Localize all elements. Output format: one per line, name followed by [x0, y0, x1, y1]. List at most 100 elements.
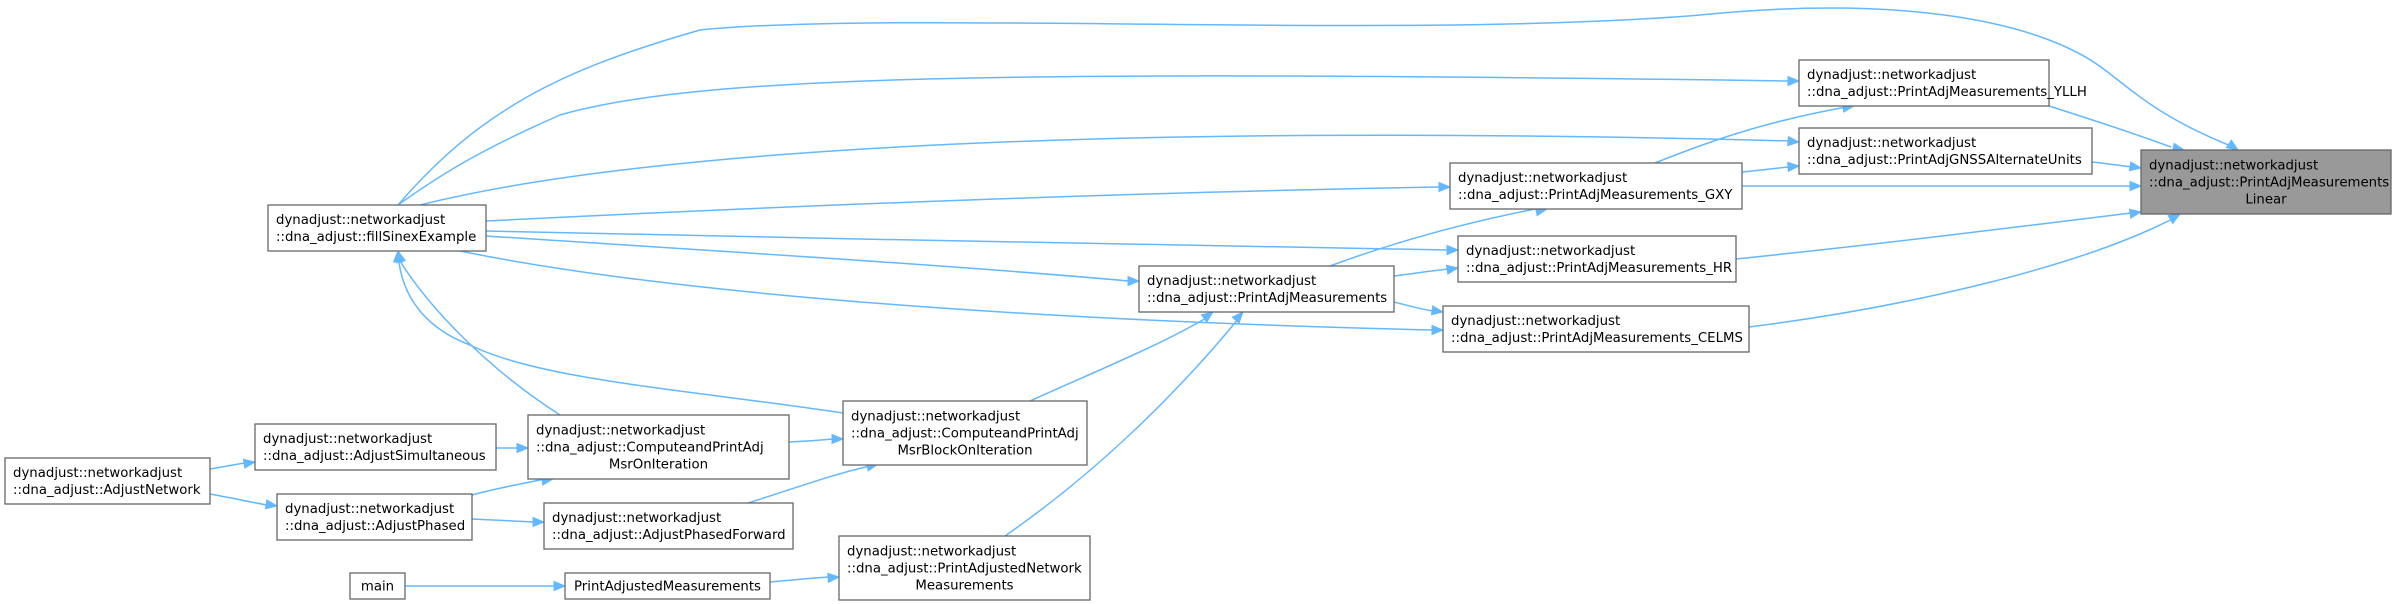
node-label-line: ::dna_adjust::PrintAdjMeasurements_GXY [1458, 188, 1733, 203]
node-box[interactable] [838, 535, 1091, 601]
node-label-line: ::dna_adjust::ComputeandPrintAdj [536, 441, 764, 456]
node-box[interactable] [1457, 235, 1737, 283]
node-label-line: ::dna_adjust::PrintAdjMeasurements_HR [1466, 261, 1732, 276]
edges-layer [209, 7, 2240, 592]
edge-fill-to-pam [485, 235, 1141, 287]
edge-cpblock-to-fill [392, 249, 844, 414]
edge-line [1004, 317, 1240, 537]
edge-arrowhead [2225, 139, 2240, 151]
node-simul[interactable]: dynadjust::networkadjust::dna_adjust::Ad… [254, 423, 497, 471]
edge-line [485, 230, 1449, 251]
node-cpiter[interactable]: dynadjust::networkadjust::dna_adjust::Co… [527, 414, 790, 480]
node-box[interactable] [527, 414, 790, 480]
edge-cpiter-to-cpblock [788, 433, 845, 445]
node-label-line: dynadjust::networkadjust [1451, 314, 1620, 329]
node-pam[interactable]: dynadjust::networkadjust::dna_adjust::Pr… [1138, 265, 1395, 313]
node-label-line: dynadjust::networkadjust [1807, 68, 1976, 83]
node-label-line: dynadjust::networkadjust [2149, 159, 2318, 174]
edge-line [397, 7, 2237, 206]
node-phased[interactable]: dynadjust::networkadjust::dna_adjust::Ad… [276, 493, 473, 541]
edge-line [1029, 316, 1209, 402]
edge-arrowhead [532, 516, 546, 528]
node-box[interactable] [564, 572, 771, 600]
edge-fill-to-gnss [419, 134, 1801, 206]
edge-line [1748, 215, 2179, 328]
node-cpblock[interactable]: dynadjust::networkadjust::dna_adjust::Co… [842, 400, 1088, 466]
edge-fill-to-hr [485, 230, 1460, 256]
nodes-layer: dynadjust::networkadjust::dna_adjust::Pr… [4, 59, 2392, 601]
edge-arrowhead [1430, 305, 1445, 316]
edge-line [397, 250, 844, 414]
edge-arrowhead [1445, 264, 1460, 275]
node-box[interactable] [1442, 305, 1750, 353]
node-label-line: MsrBlockOnIteration [897, 444, 1032, 459]
node-label-line: dynadjust::networkadjust [1466, 244, 1635, 259]
edge-line [747, 465, 871, 504]
node-network[interactable]: dynadjust::networkadjust::dna_adjust::Ad… [4, 457, 211, 505]
edge-arrowhead [1231, 311, 1244, 325]
node-label-line: PrintAdjustedMeasurements [574, 580, 761, 595]
node-main[interactable]: main [349, 572, 406, 600]
edge-line [1735, 211, 2140, 260]
node-hr[interactable]: dynadjust::networkadjust::dna_adjust::Pr… [1457, 235, 1737, 283]
node-label-line: dynadjust::networkadjust [263, 432, 432, 447]
edge-arrowhead [242, 458, 257, 469]
node-box[interactable] [254, 423, 497, 471]
node-root[interactable]: dynadjust::networkadjust::dna_adjust::Pr… [2140, 149, 2392, 215]
node-label-line: Measurements [915, 579, 1013, 594]
node-label-line: ::dna_adjust::PrintAdjMeasurements_CELMS [1451, 331, 1743, 346]
node-box[interactable] [1798, 127, 2093, 175]
node-box[interactable] [543, 502, 794, 550]
edge-arrowhead [1787, 161, 1801, 173]
node-box[interactable] [349, 572, 406, 600]
node-label-line: dynadjust::networkadjust [276, 213, 445, 228]
edge-arrowhead [2128, 208, 2143, 219]
node-label-line: main [361, 580, 394, 595]
edge-network-to-simul [209, 458, 257, 470]
node-pam2[interactable]: PrintAdjustedMeasurements [564, 572, 771, 600]
edge-network-to-phased [209, 493, 279, 510]
edge-pam-to-hr [1393, 264, 1460, 277]
node-box[interactable] [1798, 59, 2050, 107]
node-label-line: ::dna_adjust::fillSinexExample [276, 230, 476, 245]
edge-line [1654, 105, 1853, 164]
edge-phased-to-phfwd [471, 516, 546, 528]
edge-arrowhead [2167, 213, 2182, 225]
edge-gxy-to-root [1742, 180, 2143, 192]
edge-line [209, 493, 268, 506]
node-label-line: ::dna_adjust::ComputeandPrintAdj [851, 427, 1079, 442]
node-box[interactable] [842, 400, 1088, 466]
node-box[interactable] [276, 493, 473, 541]
node-box[interactable] [2140, 149, 2392, 215]
node-gnss[interactable]: dynadjust::networkadjust::dna_adjust::Pr… [1798, 127, 2093, 175]
edge-fill-to-celms [459, 250, 1445, 336]
node-label-line: ::dna_adjust::AdjustSimultaneous [263, 449, 486, 464]
node-box[interactable] [1138, 265, 1395, 313]
node-box[interactable] [4, 457, 211, 505]
edge-fill-to-root [397, 7, 2240, 206]
node-label-line: dynadjust::networkadjust [552, 511, 721, 526]
node-box[interactable] [267, 204, 487, 252]
node-panm[interactable]: dynadjust::networkadjust::dna_adjust::Pr… [838, 535, 1091, 601]
edge-arrowhead [831, 433, 845, 445]
edge-arrowhead [1787, 135, 1801, 147]
edge-arrowhead [553, 580, 567, 592]
node-box[interactable] [1449, 162, 1743, 210]
node-label-line: ::dna_adjust::AdjustPhasedForward [552, 528, 786, 543]
node-fill[interactable]: dynadjust::networkadjust::dna_adjust::fi… [267, 204, 487, 252]
edge-line [788, 438, 834, 443]
node-label-line: dynadjust::networkadjust [536, 424, 705, 439]
node-gxy[interactable]: dynadjust::networkadjust::dna_adjust::Pr… [1449, 162, 1743, 210]
node-label-line: dynadjust::networkadjust [13, 466, 182, 481]
node-label-line: dynadjust::networkadjust [851, 410, 1020, 425]
edge-arrowhead [1127, 275, 1141, 287]
node-celms[interactable]: dynadjust::networkadjust::dna_adjust::Pr… [1442, 305, 1750, 353]
edge-arrowhead [2129, 180, 2143, 192]
edge-cpiter-to-fill [395, 249, 561, 416]
node-phfwd[interactable]: dynadjust::networkadjust::dna_adjust::Ad… [543, 502, 794, 550]
edge-main-to-pam2 [404, 580, 567, 592]
edge-simul-to-cpiter [496, 442, 530, 454]
edge-arrowhead [1431, 324, 1445, 336]
node-yllh[interactable]: dynadjust::networkadjust::dna_adjust::Pr… [1798, 59, 2087, 107]
